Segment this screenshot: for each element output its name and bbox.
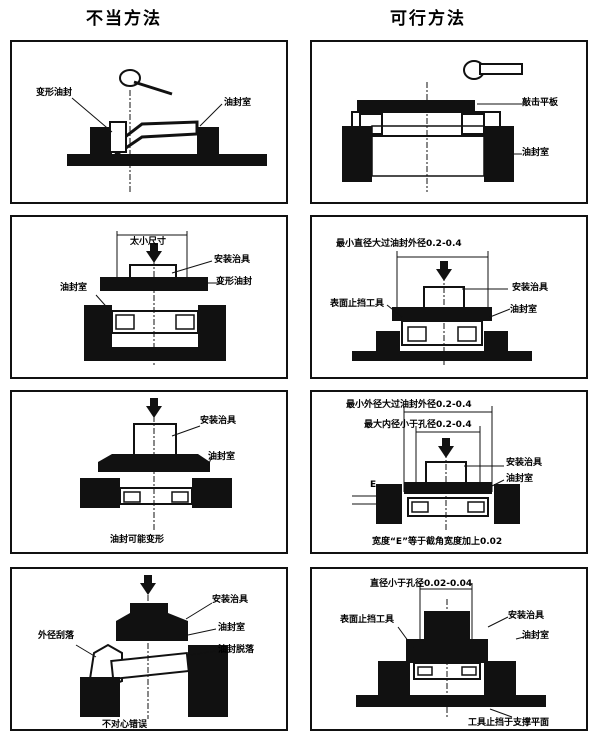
header-right-method: 可行方法 <box>390 9 466 29</box>
label-install-tool: 安装治具 <box>214 255 251 265</box>
label-seal-housing: 油封室 <box>506 474 534 484</box>
label-install-tool: 安装治具 <box>512 283 549 293</box>
caption-misalignment: 不对心错误 <box>102 720 148 730</box>
panel-right-2: 最小直径大过油封外径0.2-0.4 安装治具 表面止挡工具 油封室 <box>310 215 588 379</box>
label-seal-housing: 油封室 <box>224 98 252 108</box>
caption-stop-on-support: 工具止挡于支撑平面 <box>468 718 550 728</box>
label-seal-housing: 油封室 <box>522 631 550 641</box>
diagram-tool-stops-on-support <box>356 583 546 719</box>
caption-seal-may-deform: 油封可能变形 <box>110 535 165 545</box>
label-seal-housing: 油封室 <box>60 283 88 293</box>
label-install-tool: 安装治具 <box>508 611 545 621</box>
label-install-tool: 安装治具 <box>506 458 543 468</box>
label-od-scraped: 外径刮落 <box>38 631 75 641</box>
label-surface-stop-tool: 表面止挡工具 <box>340 615 395 625</box>
label-min-outer-diameter: 最小外径大过油封外径0.2-0.4 <box>346 400 472 410</box>
label-striking-plate: 敲击平板 <box>522 98 559 108</box>
label-install-tool: 安装治具 <box>200 416 237 426</box>
diagram-undersized-tool <box>84 231 226 367</box>
label-seal-housing: 油封室 <box>218 623 246 633</box>
diagram-hammer-on-seal <box>67 69 267 192</box>
caption-width-e: 宽度“E”等于截角宽度加上0.02 <box>372 537 503 547</box>
label-seal-dislodged: 油封脱落 <box>218 645 255 655</box>
diagram-hammer-with-plate <box>342 60 523 192</box>
label-seal-housing: 油封室 <box>510 305 538 315</box>
label-max-inner-diameter: 最大内径小于孔径0.2-0.4 <box>364 420 472 430</box>
diagram-misalignment <box>75 575 228 719</box>
label-seal-housing: 油封室 <box>208 452 236 462</box>
label-undersized: 太小尺寸 <box>130 237 167 247</box>
header-wrong-method: 不当方法 <box>86 9 162 29</box>
label-width-e: E <box>370 480 377 490</box>
label-install-tool: 安装治具 <box>212 595 249 605</box>
label-deformed-seal: 变形油封 <box>36 88 73 98</box>
panel-right-4: 直径小于孔径0.02-0.04 表面止挡工具 安装治具 油封室 工具止挡于支撑平… <box>310 567 588 731</box>
panel-wrong-2: 太小尺寸 安装治具 油封室 变形油封 <box>10 215 288 379</box>
label-deformed-seal: 变形油封 <box>216 277 253 287</box>
diagram-tool-with-stop <box>352 251 532 367</box>
panel-right-3: 最小外径大过油封外径0.2-0.4 最大内径小于孔径0.2-0.4 安装治具 油… <box>310 390 588 554</box>
diagram-seal-may-deform <box>80 398 232 532</box>
panel-right-1: 敲击平板 油封室 <box>310 40 588 204</box>
label-seal-housing: 油封室 <box>522 148 550 158</box>
diagram-tool-dimensions <box>352 406 520 532</box>
panel-wrong-3: 安装治具 油封室 油封可能变形 <box>10 390 288 554</box>
label-min-diameter: 最小直径大过油封外径0.2-0.4 <box>336 239 462 249</box>
panel-wrong-4: 安装治具 油封室 外径刮落 油封脱落 不对心错误 <box>10 567 288 731</box>
label-surface-stop-tool: 表面止挡工具 <box>330 299 385 309</box>
panel-wrong-1: 变形油封 油封室 <box>10 40 288 204</box>
label-diameter-less-than-bore: 直径小于孔径0.02-0.04 <box>370 579 473 589</box>
